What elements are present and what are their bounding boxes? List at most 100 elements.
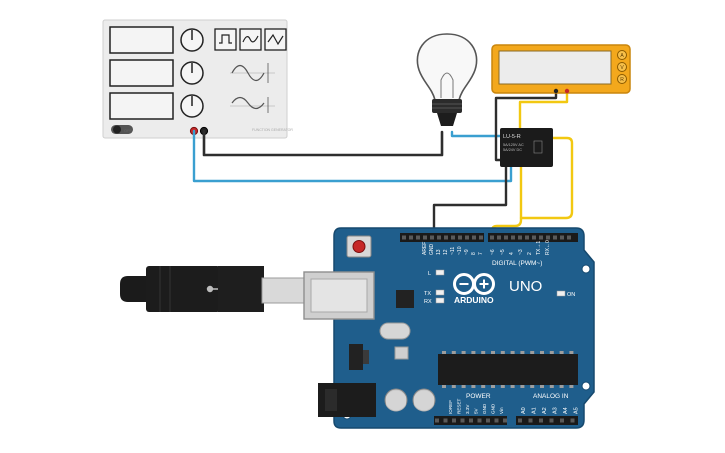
analog-pin-label: A1 xyxy=(532,407,538,414)
offset-knob[interactable] xyxy=(180,94,204,118)
wire-generator-to-bulb[interactable] xyxy=(202,129,444,157)
header-pin-socket[interactable] xyxy=(539,418,543,423)
wire-relay-to-gnd[interactable] xyxy=(432,165,508,238)
digital-header-label: DIGITAL (PWM~) xyxy=(492,260,542,267)
header-pin-socket[interactable] xyxy=(460,418,465,423)
header-pin-socket[interactable] xyxy=(490,235,494,240)
digital-pin-label: GND xyxy=(429,244,435,256)
header-pin-socket[interactable] xyxy=(503,418,507,423)
power-pin-label: Vin xyxy=(499,407,504,414)
header-pin-socket[interactable] xyxy=(430,235,434,240)
header-pin-socket[interactable] xyxy=(435,418,439,423)
header-pin-socket[interactable] xyxy=(472,235,476,240)
header-pin-socket[interactable] xyxy=(423,235,427,240)
relay[interactable]: LU-5-R 5A/125V AC 5A/24V DC xyxy=(500,128,553,167)
header-pin-socket[interactable] xyxy=(560,418,564,423)
digital-pin-label: ~6 xyxy=(490,249,496,255)
power-pin-label: 5V xyxy=(474,407,479,414)
digital-pin-label: 8 xyxy=(471,252,477,255)
header-pin-socket[interactable] xyxy=(494,418,499,423)
wire-relay-right-yellow[interactable] xyxy=(519,136,574,220)
header-pin-socket[interactable] xyxy=(443,418,448,423)
header-pin-socket[interactable] xyxy=(525,235,529,240)
header-pin-socket[interactable] xyxy=(452,418,456,423)
chip-pin xyxy=(471,351,476,354)
reset-button[interactable] xyxy=(346,235,372,258)
chip-pin xyxy=(491,385,495,388)
amplitude-knob[interactable] xyxy=(180,61,204,85)
brand-label: FUNCTION GENERATOR xyxy=(252,128,293,132)
wire-generator-to-relay[interactable] xyxy=(192,129,513,183)
header-pin-socket[interactable] xyxy=(518,418,522,423)
header-pin-socket[interactable] xyxy=(528,418,533,423)
multimeter-mode-a-button[interactable]: A xyxy=(617,50,627,60)
header-pin-socket[interactable] xyxy=(477,418,482,423)
frequency-knob[interactable] xyxy=(180,28,204,52)
voltage-regulator xyxy=(349,344,363,370)
power-switch-label: OFF xyxy=(124,128,133,133)
header-pin-socket[interactable] xyxy=(567,235,571,240)
chip-pin xyxy=(549,385,554,388)
bulb-socket xyxy=(437,113,457,126)
mode-v-label: V xyxy=(620,65,624,71)
sine-wave-button[interactable] xyxy=(264,28,287,51)
multimeter-mode-v-button[interactable]: V xyxy=(617,62,627,72)
multimeter-com-probe[interactable] xyxy=(553,88,559,94)
power-switch[interactable] xyxy=(111,125,133,134)
arduino-logo-icon xyxy=(453,273,495,295)
header-pin-socket[interactable] xyxy=(497,235,501,240)
header-pin-socket[interactable] xyxy=(570,418,575,423)
wire-bulb-to-relay[interactable] xyxy=(450,130,502,138)
offset-display xyxy=(109,92,174,120)
amplitude-display xyxy=(109,59,174,87)
header-pin-socket[interactable] xyxy=(560,235,564,240)
header-pin-socket[interactable] xyxy=(451,235,455,240)
wire-multimeter-to-relay[interactable] xyxy=(494,90,558,162)
function-generator[interactable]: OFF FUNCTION GENERATOR xyxy=(102,19,293,139)
offset-wave-illustration xyxy=(230,96,275,113)
square-wave-button[interactable] xyxy=(214,28,237,51)
usb-cable[interactable] xyxy=(120,266,308,312)
header-pin-socket[interactable] xyxy=(469,418,473,423)
header-pin-socket[interactable] xyxy=(437,235,441,240)
header-pin-socket[interactable] xyxy=(444,235,448,240)
multimeter-positive-probe[interactable] xyxy=(564,88,570,94)
arduino-model: UNO xyxy=(509,278,542,295)
header-pin-socket[interactable] xyxy=(479,235,483,240)
bulb-base xyxy=(432,99,462,113)
chip-pin xyxy=(540,385,544,388)
usb-plug-collar xyxy=(218,266,264,312)
header-pin-socket[interactable] xyxy=(549,418,554,423)
digital-pin-label: 7 xyxy=(478,252,484,255)
header-pin-socket[interactable] xyxy=(532,235,536,240)
digital-header-left xyxy=(400,233,484,242)
chip-pin xyxy=(491,351,495,354)
wire-multimeter-to-relay-yellow[interactable] xyxy=(518,90,569,130)
header-pin-socket[interactable] xyxy=(465,235,469,240)
chip-pin xyxy=(530,385,535,388)
square-wave-icon xyxy=(219,34,232,44)
light-bulb[interactable] xyxy=(416,33,478,126)
digital-pin-label: ~5 xyxy=(500,249,506,255)
wires xyxy=(192,90,574,238)
header-pin-socket[interactable] xyxy=(409,235,413,240)
header-pin-socket[interactable] xyxy=(553,235,557,240)
header-pin-socket[interactable] xyxy=(458,235,462,240)
dc-power-jack[interactable] xyxy=(318,383,376,417)
multimeter-mode-r-button[interactable]: R xyxy=(617,74,627,84)
usb-controller-chip xyxy=(396,290,414,308)
header-pin-socket[interactable] xyxy=(511,235,515,240)
header-pin-socket[interactable] xyxy=(539,235,543,240)
header-pin-socket[interactable] xyxy=(546,235,550,240)
triangle-wave-button[interactable] xyxy=(239,28,262,51)
multimeter[interactable]: A V R xyxy=(491,44,631,94)
header-pin-socket[interactable] xyxy=(504,235,508,240)
chip-pin xyxy=(540,351,544,354)
header-pin-socket[interactable] xyxy=(518,235,522,240)
header-pin-socket[interactable] xyxy=(416,235,420,240)
header-pin-socket[interactable] xyxy=(402,235,406,240)
usb-plug-metal xyxy=(261,277,308,304)
header-pin-socket[interactable] xyxy=(486,418,490,423)
